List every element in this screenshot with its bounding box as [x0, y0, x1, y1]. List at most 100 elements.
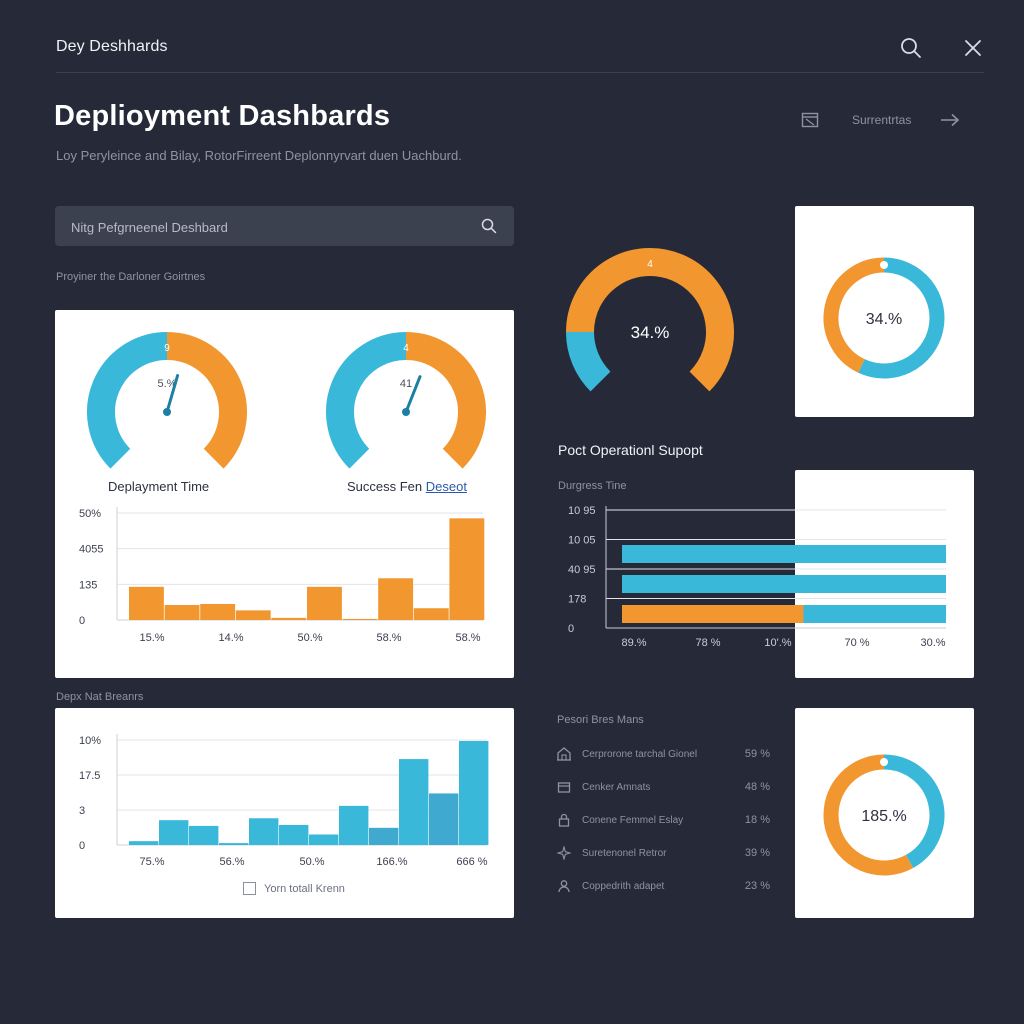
big-gauge-arc-orange: [566, 248, 734, 392]
sparkle-icon: [556, 845, 572, 861]
list-item[interactable]: Coppedrith adapet 23 %: [556, 876, 770, 896]
x-tick-label: 58.%: [376, 632, 401, 644]
gauge-label-success: Success Fen Deseot: [347, 479, 467, 494]
list-item-value: 23 %: [744, 880, 770, 892]
bar: [307, 586, 342, 620]
gauge-arc-orange: [166, 332, 247, 469]
gauge-top-text: 9: [164, 343, 170, 354]
page-title: Deplioyment Dashbards: [54, 100, 391, 132]
bottom-left-section-label: Depx Nat Breanrs: [56, 691, 144, 703]
gauge-arc-orange: [405, 332, 486, 469]
hbar-y-tick: 10 05: [568, 535, 596, 547]
rows-section-label: Pesori Bres Mans: [557, 714, 644, 726]
bar: [309, 834, 339, 845]
donut-value: 34.%: [866, 311, 902, 328]
y-tick-label: 4055: [79, 544, 103, 556]
gauge-label-success-text: Success Fen: [347, 479, 423, 494]
y-tick-label: 135: [79, 579, 97, 591]
bar: [219, 843, 249, 845]
building-icon: [556, 746, 572, 762]
hbar-bar: [622, 575, 946, 593]
bar: [342, 618, 378, 620]
progress-time-label: Durgress Tine: [558, 480, 627, 492]
summary-link[interactable]: Surrentrtas: [800, 108, 961, 132]
bar: [249, 818, 279, 845]
y-tick-label: 3: [79, 805, 85, 817]
gauge-label-deployment: Deplayment Time: [108, 479, 210, 494]
bar: [129, 841, 159, 845]
gauge-needle-hub: [163, 408, 171, 416]
hbar-y-tick: 10 95: [568, 505, 596, 517]
donut-arc-orange: [823, 257, 885, 373]
donut-marker: [880, 758, 888, 766]
donut-card-1: 34.%: [795, 206, 974, 417]
hbar-card: [795, 470, 974, 678]
list-item-label: Cenker Amnats: [582, 781, 651, 793]
list-item-label: Coppedrith adapet: [582, 880, 665, 892]
search-icon[interactable]: [476, 213, 502, 239]
x-tick-label: 666 %: [456, 856, 487, 868]
arrow-right-icon: [939, 110, 961, 130]
gauge-value: 5.%: [158, 378, 177, 390]
gauge-needle: [404, 375, 422, 414]
bar: [339, 805, 369, 845]
bar: [459, 740, 489, 845]
donut-2: 185.%: [823, 754, 945, 876]
legend-checkbox[interactable]: Yorn totall Krenn: [243, 882, 345, 895]
x-tick-label: 166.%: [376, 856, 407, 868]
x-tick-label: 56.%: [219, 856, 244, 868]
hbar-x-tick: 89.%: [621, 637, 646, 649]
list-item-label: Cerprorone tarchal Gionel: [582, 748, 698, 760]
gauge-arc-blue: [87, 332, 168, 469]
bar: [189, 825, 219, 845]
bar: [200, 603, 236, 620]
donut-arc-orange: [823, 754, 914, 876]
donut-marker: [880, 261, 888, 269]
box-icon: [556, 779, 572, 795]
hbar-x-tick: 70 %: [844, 637, 869, 649]
search-bar[interactable]: [55, 206, 514, 248]
y-tick-label: 0: [79, 840, 85, 852]
x-tick-label: 75.%: [139, 856, 164, 868]
donut-1: 34.%: [823, 257, 945, 379]
list-item-value: 39 %: [744, 847, 770, 859]
search-input[interactable]: [69, 206, 473, 248]
legend-checkbox-label: Yorn totall Krenn: [264, 882, 345, 895]
page-subtitle: Loy Peryleince and Bilay, RotorFirreent …: [56, 148, 462, 163]
app-title: Dey Deshhards: [56, 38, 168, 55]
hbar-bar: [622, 545, 946, 563]
close-icon[interactable]: [960, 35, 986, 61]
bar: [271, 617, 307, 620]
calendar-icon: [800, 110, 820, 130]
search-icon[interactable]: [898, 35, 924, 61]
gauge-needle-hub: [402, 408, 410, 416]
list-item-value: 48 %: [744, 781, 770, 793]
x-tick-label: 50.%: [299, 856, 324, 868]
big-gauge: 434.%: [566, 248, 734, 392]
checkbox-box[interactable]: [243, 882, 256, 895]
bar: [378, 578, 414, 620]
hbar-y-tick: 0: [568, 623, 574, 635]
y-tick-label: 10%: [79, 735, 101, 747]
gauge-needle: [165, 374, 180, 414]
bar: [413, 608, 449, 620]
bar: [235, 610, 271, 620]
donut-arc-blue: [883, 754, 945, 869]
bar: [399, 759, 429, 845]
lock-icon: [556, 812, 572, 828]
x-tick-label: 50.%: [297, 632, 322, 644]
gauge-label-link[interactable]: Deseot: [425, 479, 467, 494]
list-item[interactable]: Cenker Amnats 48 %: [556, 777, 770, 797]
header-divider: [56, 72, 984, 73]
bar: [369, 827, 399, 845]
bar: [449, 518, 485, 620]
hbar-x-tick: 30.%: [920, 637, 945, 649]
bar: [164, 605, 200, 620]
